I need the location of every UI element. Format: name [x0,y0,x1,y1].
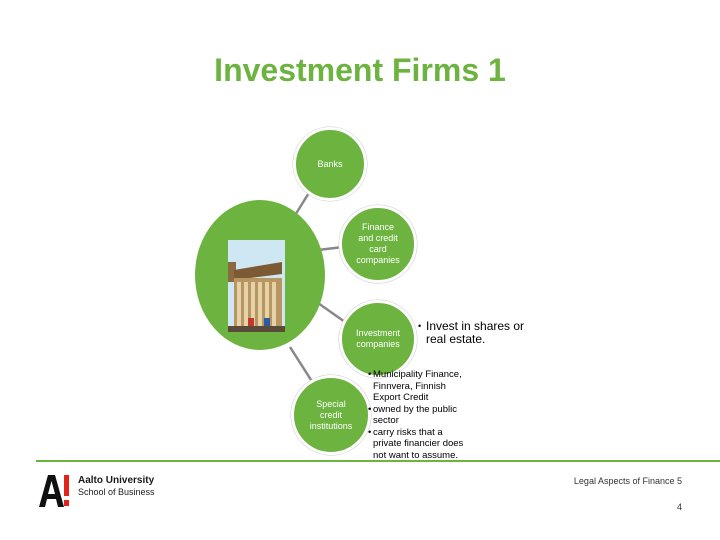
connector-finance [317,245,344,252]
bullet-text: owned by the public [373,403,457,415]
node-finance-line: companies [356,255,400,265]
bullet-marker: • [368,403,372,415]
bullet-marker: • [368,426,372,438]
bullet-text: private financier does [373,438,464,449]
bullet-text: not want to assume. [373,449,459,461]
node-finance-credit-card: Finance and credit card companies [339,205,417,283]
node-banks-line: Banks [317,158,343,169]
bullet-text: Invest in shares or [426,319,525,333]
bullet-item: • owned by the public sector [368,404,488,427]
bullet-item: • carry risks that a private financier d… [368,427,488,462]
school-name: School of Business [78,487,155,497]
bullet-item: • Municipality Finance, Finnvera, Finnis… [368,369,488,404]
bullet-text: Export Credit [373,392,429,403]
node-finance-line: card [369,244,387,254]
page-number: 4 [676,502,682,512]
node-special-line: credit [319,409,342,420]
node-special-line: Special [316,398,346,409]
node-special-credit-institutions: Special credit institutions [291,375,371,455]
bullet-text: carry risks that a [373,426,443,438]
aalto-logo-icon [39,475,69,507]
bullet-marker: • [418,321,422,331]
bullet-text: sector [373,415,399,426]
bullet-text: real estate. [426,332,486,346]
bullet-text: Municipality Finance, [373,369,462,380]
node-finance-line: and credit [358,233,398,243]
bullet-item: • Invest in shares or real estate. [418,320,548,346]
node-investment-line: companies [356,339,400,349]
node-finance-line: Finance [361,222,395,232]
connector-investment [317,301,346,324]
node-investment-companies: Investment companies [339,300,417,378]
investment-bullet-list: • Invest in shares or real estate. [418,320,548,346]
stock-exchange-building-image [228,240,285,332]
connector-special [288,346,315,384]
university-name: Aalto University [78,475,155,486]
footer-divider [36,460,720,462]
bullet-marker: • [368,369,372,380]
bullet-text: Finnvera, Finnish [373,380,446,392]
special-credit-bullet-list: • Municipality Finance, Finnvera, Finnis… [368,369,488,461]
course-name: Legal Aspects of Finance 5 [573,476,682,486]
node-banks: Banks [293,127,367,201]
slide-title: Investment Firms 1 [214,52,506,88]
node-special-line: institutions [309,420,353,431]
node-investment-line: Investment [355,328,401,338]
